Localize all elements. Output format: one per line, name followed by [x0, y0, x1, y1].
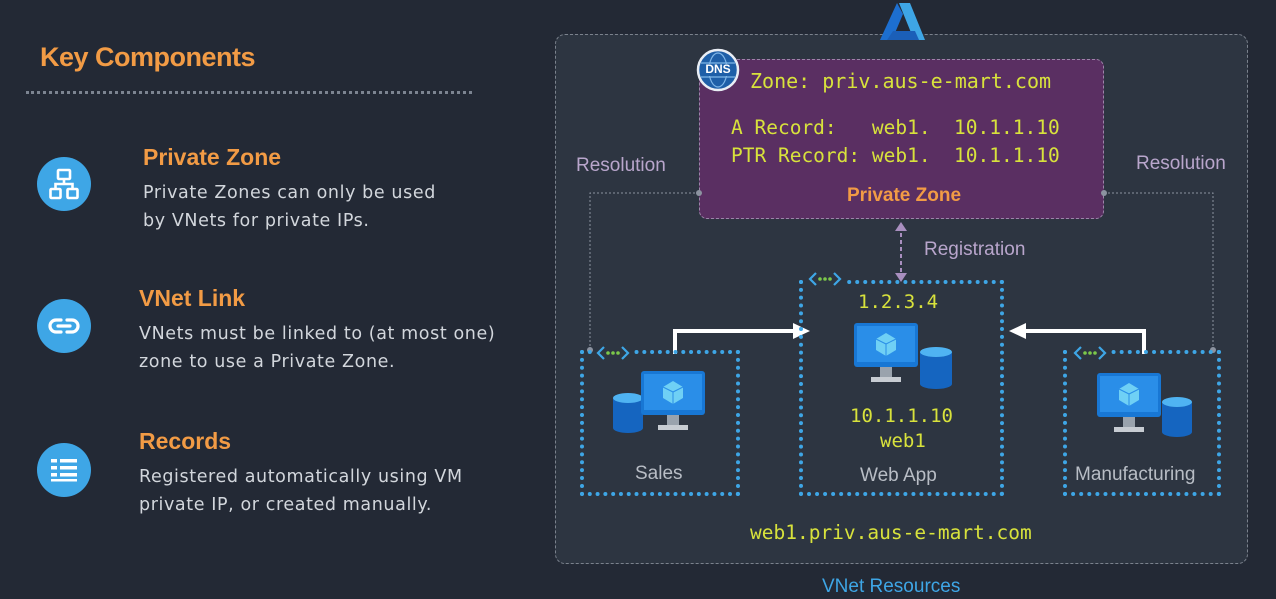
web-app-hostname: web1	[880, 430, 926, 452]
manufacturing-label: Manufacturing	[1075, 464, 1196, 485]
web-app-vm-monitor-icon	[853, 322, 919, 388]
manufacturing-to-webapp-arrow	[1009, 323, 1146, 354]
subnet-web-app	[799, 280, 1004, 496]
hierarchy-icon	[37, 157, 91, 211]
component-desc-records: Registered automatically using VM privat…	[139, 467, 463, 515]
vnet-icon-manufacturing	[1071, 345, 1109, 361]
subnet-manufacturing	[1063, 350, 1221, 496]
vnet-icon-sales	[594, 345, 632, 361]
component-desc-private-zone: Private Zones can only be used by VNets …	[143, 183, 436, 231]
manufacturing-vm-monitor-icon	[1096, 372, 1162, 438]
private-zone-box	[699, 59, 1104, 219]
dns-globe-icon: DNS	[696, 48, 740, 92]
resolution-label-left: Resolution	[576, 155, 666, 176]
ptr-record: PTR Record: web1. 10.1.1.10	[731, 144, 1060, 167]
component-title-records: Records	[139, 428, 232, 454]
web-app-label: Web App	[860, 465, 937, 486]
zone-name: Zone: priv.aus-e-mart.com	[750, 69, 1052, 93]
manufacturing-database-icon	[1161, 396, 1193, 442]
vnet-icon-web-app	[806, 271, 844, 287]
dns-badge-label: DNS	[705, 62, 731, 76]
registration-arrow	[895, 222, 907, 282]
component-title-private-zone: Private Zone	[143, 144, 282, 170]
records-list-icon	[37, 443, 91, 497]
heading-divider	[26, 91, 472, 94]
web-app-private-ip: 10.1.1.10	[850, 405, 953, 427]
sales-label: Sales	[635, 463, 683, 484]
resolution-connector-right	[1104, 192, 1214, 350]
web-app-database-icon	[919, 346, 953, 394]
resolution-label-right: Resolution	[1136, 153, 1226, 174]
vnet-resources-label: VNet Resources	[822, 576, 961, 597]
web-app-public-ip: 1.2.3.4	[858, 291, 939, 313]
registration-label: Registration	[924, 239, 1026, 260]
private-zone-caption: Private Zone	[847, 185, 962, 206]
component-desc-vnet-link: VNets must be linked to (at most one) zo…	[139, 324, 496, 372]
sales-vm-monitor-icon	[640, 370, 706, 436]
component-title-vnet-link: VNet Link	[139, 285, 246, 311]
a-record: A Record: web1. 10.1.1.10	[731, 116, 1060, 139]
resolution-connector-left	[589, 192, 699, 350]
sales-database-icon	[612, 392, 644, 438]
web-app-fqdn: web1.priv.aus-e-mart.com	[750, 521, 1032, 544]
key-components-heading: Key Components	[40, 42, 256, 72]
subnet-sales	[580, 350, 740, 496]
link-icon	[37, 299, 91, 353]
